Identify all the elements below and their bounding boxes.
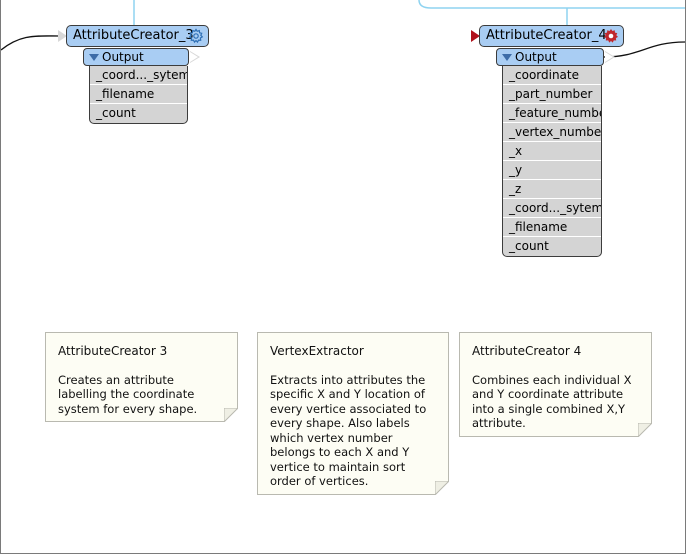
annotation-title: VertexExtractor [270, 344, 364, 358]
output-port-connector-inner [190, 52, 198, 62]
input-port[interactable] [58, 30, 67, 42]
output-port-header[interactable]: Output [496, 48, 604, 66]
attribute-row[interactable]: _y [503, 161, 601, 180]
annotation-vertexextractor[interactable]: VertexExtractor Extracts into attributes… [257, 332, 449, 495]
output-port-label: Output [102, 50, 144, 64]
annotation-body: Combines each individual X and Y coordin… [472, 372, 632, 431]
transformer-header[interactable]: AttributeCreator_4 [479, 25, 624, 47]
attribute-row[interactable]: _coordinate [503, 66, 601, 85]
attribute-row[interactable]: _filename [503, 218, 601, 237]
attribute-row[interactable]: _feature_number [503, 104, 601, 123]
attribute-row[interactable]: _x [503, 142, 601, 161]
attribute-row[interactable]: _z [503, 180, 601, 199]
annotation-body: Creates an attribute labelling the coord… [58, 372, 198, 416]
output-port-label: Output [515, 50, 557, 64]
transformer-name: AttributeCreator_3 [73, 28, 194, 43]
bookmark-edge-right [418, 0, 685, 9]
attribute-row[interactable]: _coord..._sytem [90, 66, 187, 85]
page-fold-icon [435, 481, 449, 495]
attribute-row[interactable]: _vertex_number [503, 123, 601, 142]
annotation-attributecreator-4[interactable]: AttributeCreator 4 Combines each individ… [459, 332, 652, 437]
attribute-row[interactable]: _filename [90, 85, 187, 104]
page-fold-icon [638, 423, 652, 437]
annotation-title: AttributeCreator 3 [58, 344, 168, 358]
attribute-list: _coordinate_part_number_feature_number_v… [502, 66, 602, 257]
output-port-header[interactable]: Output [83, 48, 189, 66]
attribute-row[interactable]: _count [96, 106, 136, 120]
page-fold-icon [224, 408, 238, 422]
output-port-connector-inner [605, 52, 613, 62]
annotation-title: AttributeCreator 4 [472, 344, 582, 358]
attribute-row[interactable]: _count [509, 239, 549, 253]
attribute-list: _coord..._sytem_filename _count [89, 66, 188, 124]
input-port[interactable] [471, 30, 480, 42]
gear-outline-icon[interactable] [188, 28, 204, 44]
attribute-row[interactable]: _part_number [503, 85, 601, 104]
gear-red-icon[interactable] [603, 28, 619, 44]
collapse-triangle-icon[interactable] [502, 54, 512, 61]
connection-into-ac3[interactable] [1, 35, 60, 51]
annotation-attributecreator-3[interactable]: AttributeCreator 3 Creates an attribute … [45, 332, 238, 422]
collapse-triangle-icon[interactable] [89, 54, 99, 61]
annotation-body: Extracts into attributes the specific X … [270, 372, 427, 489]
transformer-header[interactable]: AttributeCreator_3 [66, 25, 209, 47]
transformer-name: AttributeCreator_4 [486, 28, 607, 43]
attribute-row[interactable]: _coord..._sytem [503, 199, 601, 218]
